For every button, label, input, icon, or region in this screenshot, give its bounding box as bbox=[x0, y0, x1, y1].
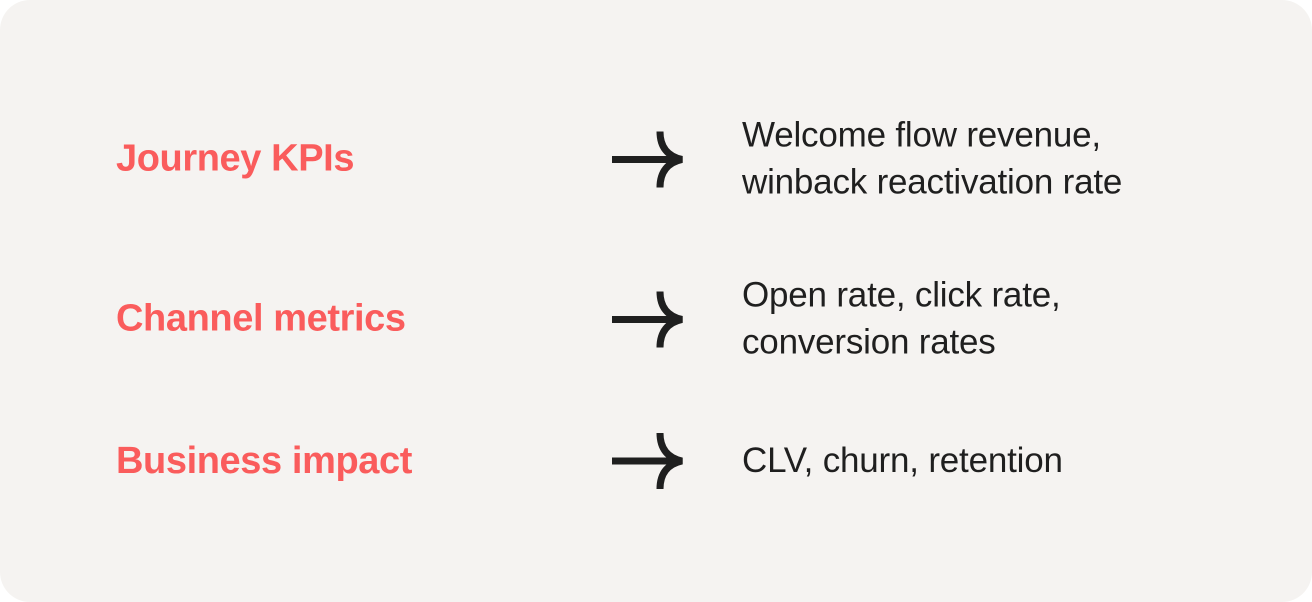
metrics-row: Journey KPIs Welcome flow revenue, winba… bbox=[116, 112, 1252, 205]
metrics-row: Channel metrics Open rate, click rate, c… bbox=[116, 272, 1252, 365]
metrics-row: Business impact CLV, churn, retention bbox=[116, 430, 1252, 492]
row-description-line: Open rate, click rate, bbox=[742, 275, 1061, 315]
row-label-journey-kpis: Journey KPIs bbox=[116, 137, 355, 180]
row-description-line: conversion rates bbox=[742, 322, 996, 361]
row-description: Welcome flow revenue, winback reactivati… bbox=[742, 112, 1252, 205]
row-description: CLV, churn, retention bbox=[742, 438, 1252, 485]
arrow-right-icon bbox=[610, 128, 688, 190]
row-label-channel-metrics: Channel metrics bbox=[116, 297, 406, 340]
arrow-right-icon bbox=[610, 430, 688, 492]
row-label-business-impact: Business impact bbox=[116, 439, 412, 482]
row-description-line: winback reactivation rate bbox=[742, 162, 1123, 201]
row-description-line: Welcome flow revenue, bbox=[742, 115, 1101, 155]
arrow-right-icon bbox=[610, 288, 688, 350]
row-description-line: CLV, churn, retention bbox=[742, 440, 1063, 480]
row-description: Open rate, click rate, conversion rates bbox=[742, 272, 1252, 365]
